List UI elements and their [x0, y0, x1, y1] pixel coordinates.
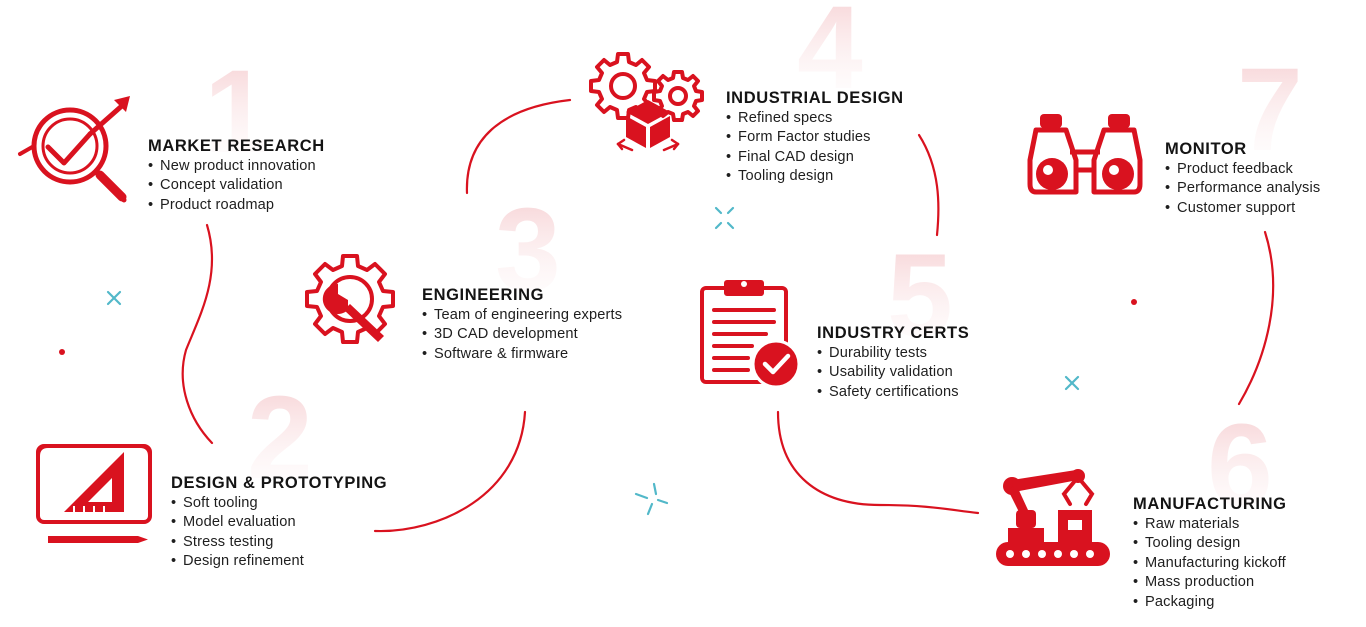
step-item: Form Factor studies — [726, 128, 904, 148]
step-item: Durability tests — [817, 344, 969, 364]
step-title: MONITOR — [1165, 140, 1247, 158]
gears-cube-icon — [589, 52, 704, 152]
step-manufacturing: MANUFACTURING Raw materialsTooling desig… — [1133, 495, 1287, 612]
step-item: Product roadmap — [148, 196, 325, 216]
step-title: INDUSTRIAL DESIGN — [726, 89, 904, 107]
clipboard-check-icon — [700, 280, 801, 388]
step-number-4: 4 — [797, 0, 863, 114]
step-title: INDUSTRY CERTS — [817, 324, 970, 342]
step-item: Refined specs — [726, 109, 904, 129]
step-item: Performance analysis — [1165, 179, 1320, 199]
step-item: Concept validation — [148, 176, 325, 196]
step-item: Usability validation — [817, 363, 969, 383]
step-engineering: ENGINEERING Team of engineering experts3… — [422, 286, 627, 365]
step-item: Tooling design — [1133, 534, 1287, 554]
step-item: Mass production — [1133, 573, 1287, 593]
step-monitor: MONITOR Product feedbackPerformance anal… — [1165, 140, 1320, 219]
step-item: Model evaluation — [171, 513, 387, 533]
step-items: Refined specsForm Factor studiesFinal CA… — [726, 109, 904, 187]
gear-wrench-icon — [305, 254, 395, 344]
step-item: Software & firmware — [422, 345, 627, 365]
step-title: MANUFACTURING — [1133, 495, 1287, 513]
step-number-1: 1 — [204, 46, 270, 178]
step-title: DESIGN & PROTOTYPING — [171, 474, 388, 492]
binoculars-icon — [1027, 114, 1143, 195]
step-industry-certs: INDUSTRY CERTS Durability testsUsability… — [817, 324, 970, 403]
step-items: Team of engineering experts3D CAD develo… — [422, 306, 627, 365]
step-item: New product innovation — [148, 157, 325, 177]
step-industrial-design: INDUSTRIAL DESIGN Refined specsForm Fact… — [726, 89, 904, 187]
step-item: Stress testing — [171, 533, 387, 553]
step-market-research: MARKET RESEARCH New product innovationCo… — [148, 137, 325, 216]
step-number-6: 6 — [1207, 400, 1273, 532]
step-item: Final CAD design — [726, 148, 904, 168]
step-item: Tooling design — [726, 167, 904, 187]
step-number-2: 2 — [247, 372, 313, 504]
blueprint-ruler-icon — [36, 444, 152, 543]
step-title: ENGINEERING — [422, 286, 545, 304]
step-items: Soft toolingModel evaluationStress testi… — [171, 494, 387, 572]
step-item: Customer support — [1165, 199, 1320, 219]
step-item: Safety certifications — [817, 383, 969, 403]
step-item: Manufacturing kickoff — [1133, 554, 1287, 574]
step-design-prototyping: DESIGN & PROTOTYPING Soft toolingModel e… — [171, 474, 387, 572]
step-title: MARKET RESEARCH — [148, 137, 325, 155]
step-item: Raw materials — [1133, 515, 1287, 535]
step-items: Product feedbackPerformance analysisCust… — [1165, 160, 1320, 219]
step-items: Durability testsUsability validationSafe… — [817, 344, 969, 403]
robot-arm-conveyor-icon — [996, 469, 1110, 566]
step-number-5: 5 — [887, 230, 953, 362]
step-number-3: 3 — [495, 184, 561, 316]
step-items: New product innovationConcept validation… — [148, 157, 325, 216]
step-items: Raw materialsTooling designManufacturing… — [1133, 515, 1287, 612]
step-item: Packaging — [1133, 593, 1287, 613]
step-item: Team of engineering experts — [422, 306, 627, 326]
step-item: 3D CAD development — [422, 325, 627, 345]
step-item: Design refinement — [171, 552, 387, 572]
step-item: Product feedback — [1165, 160, 1320, 180]
step-number-7: 7 — [1237, 44, 1303, 176]
market-research-icon — [18, 96, 130, 203]
step-item: Soft tooling — [171, 494, 387, 514]
